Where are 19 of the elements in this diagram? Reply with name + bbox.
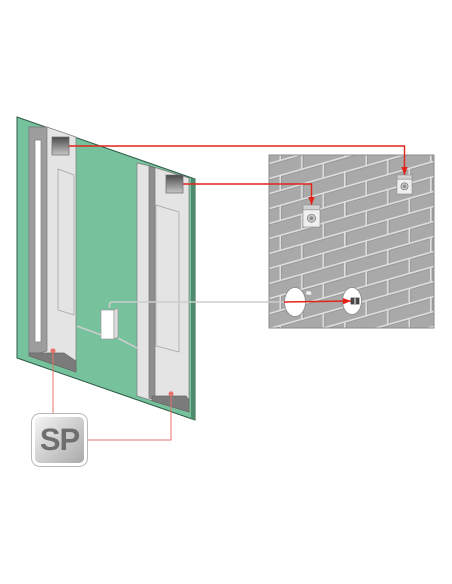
hanging-slot (166, 175, 183, 193)
socket-terminal (351, 298, 359, 304)
letter-badge: SP (31, 413, 88, 467)
wall-bracket (303, 205, 320, 227)
cable-line (108, 301, 284, 308)
cable-line (76, 325, 102, 336)
junction-box (101, 308, 118, 340)
socket-disc (342, 287, 362, 315)
arrow (284, 298, 351, 304)
arrow (69, 145, 408, 175)
cover-disc (284, 287, 306, 317)
leader-line (50, 348, 56, 414)
hanging-slot (52, 137, 69, 155)
wall-bracket (397, 175, 412, 194)
leader-line (88, 391, 174, 440)
mounting-rail (29, 126, 77, 373)
cable-line (118, 337, 138, 349)
arrow (183, 183, 315, 205)
mounting-rail (137, 163, 189, 413)
